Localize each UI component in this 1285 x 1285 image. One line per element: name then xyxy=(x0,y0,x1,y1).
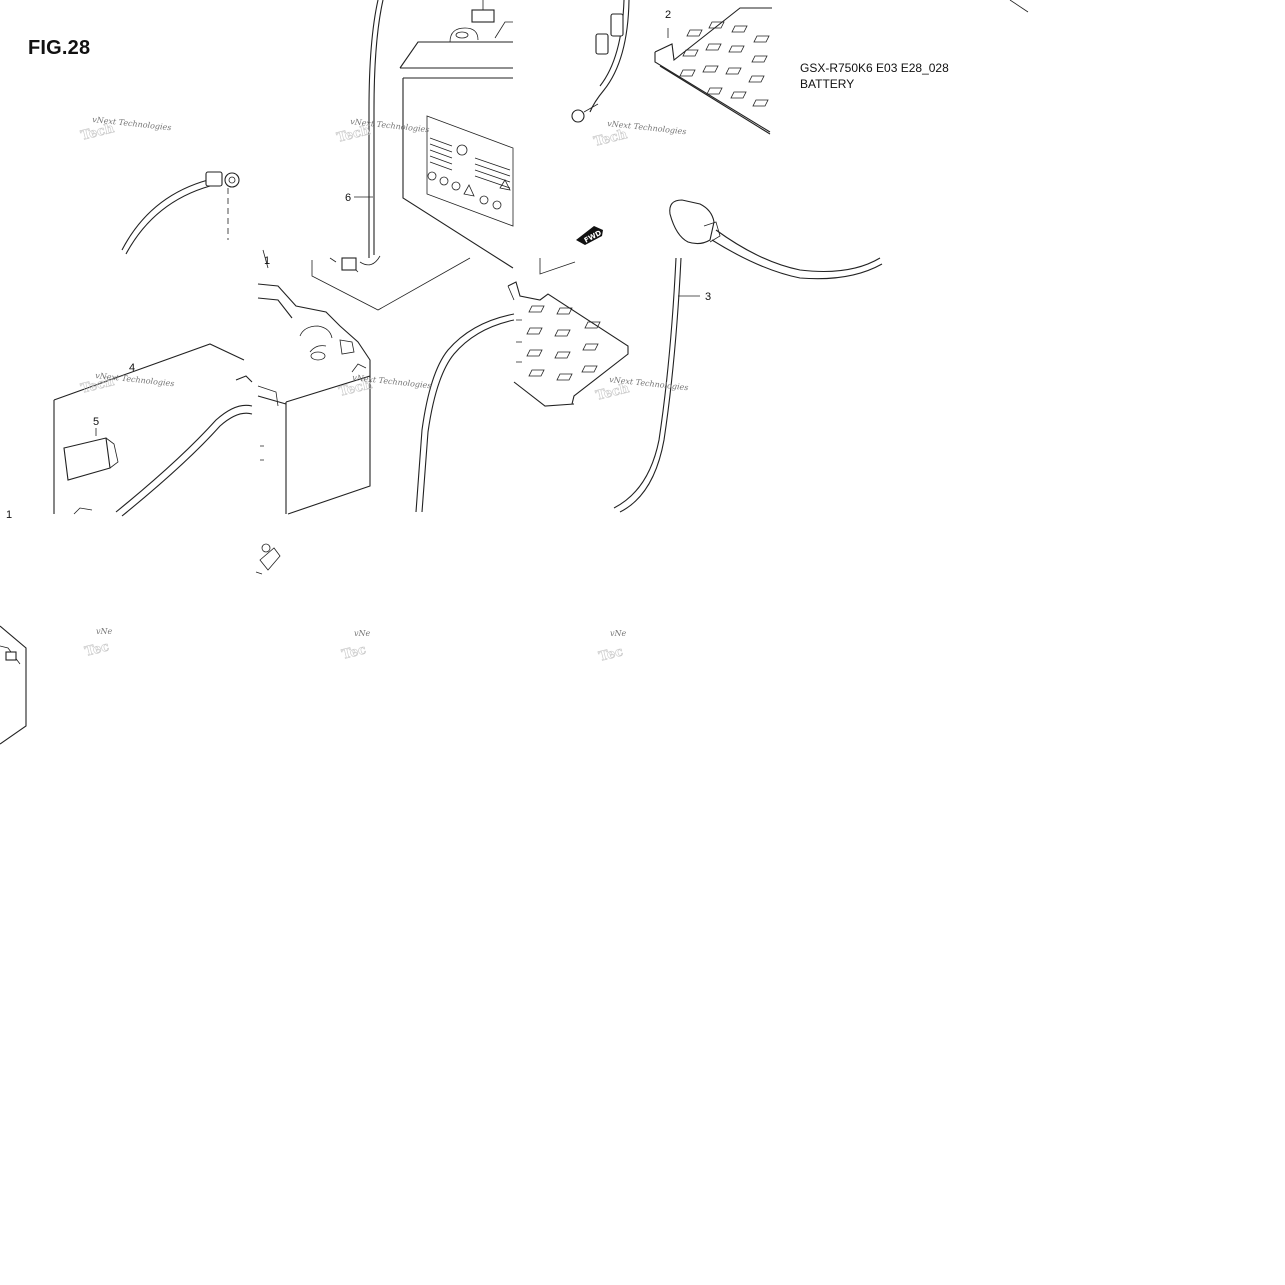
callout-1-b: 1 xyxy=(6,509,12,521)
battery-top-view xyxy=(311,0,576,311)
model-caption: GSX-R750K6 E03 E28_028 BATTERY xyxy=(800,60,949,92)
long-cable-3 xyxy=(613,257,700,513)
svg-text:Tec: Tec xyxy=(597,644,624,664)
watermark-7: vNe xyxy=(96,627,113,636)
terminal-cap-cable xyxy=(669,199,883,280)
callout-labels: 1 1 2 3 4 5 6 xyxy=(6,9,711,521)
model-name: BATTERY xyxy=(800,77,855,91)
callout-6: 6 xyxy=(345,192,351,204)
watermark-9: vNe xyxy=(610,629,627,638)
battery-tray-top xyxy=(654,0,1029,135)
battery-main xyxy=(257,249,371,515)
callout-4: 4 xyxy=(129,362,135,374)
cable-middle xyxy=(415,313,515,513)
watermarks: Tech vNext Technologies Tech vNext Techn… xyxy=(79,115,689,665)
callout-2: 2 xyxy=(665,9,671,21)
battery-tray-lower xyxy=(507,281,629,407)
callout-5: 5 xyxy=(93,416,99,428)
svg-text:Tech: Tech xyxy=(592,127,629,150)
cable-connector-top xyxy=(571,0,630,123)
warning-label xyxy=(426,115,514,227)
cable-short-left xyxy=(121,171,240,255)
forward-direction-arrow: FWD xyxy=(576,226,603,245)
model-code: GSX-R750K6 E03 E28_028 xyxy=(800,61,949,75)
terminal-cover-5 xyxy=(63,428,119,481)
svg-text:Tec: Tec xyxy=(340,642,367,662)
watermark-8: vNe xyxy=(354,629,371,638)
battery-corner-bottom-left xyxy=(0,625,27,745)
svg-text:Tec: Tec xyxy=(83,639,110,659)
callout-3: 3 xyxy=(705,291,711,303)
callout-1-a: 1 xyxy=(264,255,270,267)
fwd-label: FWD xyxy=(583,229,603,245)
figure-title: FIG.28 xyxy=(28,37,91,59)
battery-side-left xyxy=(53,343,281,575)
